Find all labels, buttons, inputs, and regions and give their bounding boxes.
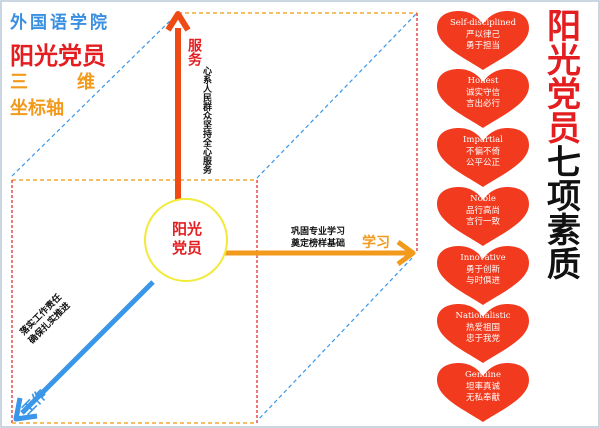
quality-chinese: 不偏不倚公平公正	[435, 147, 531, 169]
quality-english: Nationalistic	[455, 311, 511, 321]
quality-chinese: 勇于创新与时俱进	[435, 265, 531, 287]
quality-chinese: 严以律己勇于担当	[435, 30, 531, 52]
quality-chinese-line: 无私奉献	[465, 393, 500, 403]
subtitle-char: 三	[10, 72, 28, 93]
center-label: 阳光党员	[150, 220, 224, 258]
study-desc-line: 巩固专业学习	[291, 227, 346, 237]
quality-heart: Honest 诚实守信言出必行	[435, 68, 531, 128]
heart-icon	[437, 128, 529, 187]
quality-english: Honest	[467, 76, 499, 86]
qualities-title-red: 阳光党员	[540, 8, 581, 144]
subtitle-line2: 坐标轴	[10, 98, 64, 119]
heart-icon	[437, 246, 529, 305]
service-desc-line: 心系人民群众	[201, 66, 211, 120]
quality-chinese-line: 品行高尚	[465, 206, 500, 216]
quality-chinese-line: 与时俱进	[465, 276, 500, 286]
quality-chinese-line: 坦率真诚	[465, 382, 500, 392]
quality-heart: Self-disciplined 严以律己勇于担当	[435, 10, 531, 70]
heart-icon	[437, 187, 529, 246]
quality-chinese-line: 勇于担当	[465, 41, 500, 51]
work-axis-arrow	[20, 280, 155, 415]
quality-chinese: 坦率真诚无私奉献	[435, 382, 531, 404]
quality-heart: Nationalistic 热爱祖国忠于我党	[435, 303, 531, 363]
subtitle-line1: 三维	[10, 68, 95, 94]
subtitle-char: 维	[77, 72, 95, 93]
quality-heart: Noble 品行高尚言行一致	[435, 186, 531, 246]
quality-english: Genuine	[465, 370, 501, 380]
qualities-title: 阳光党员 七项素质	[540, 8, 581, 280]
heart-icon	[437, 304, 529, 363]
heart-icon	[437, 363, 529, 422]
quality-chinese-line: 言出必行	[465, 99, 500, 109]
quality-english: Impartial	[463, 135, 503, 145]
quality-chinese-line: 言行一致	[465, 217, 500, 227]
quality-chinese-line: 热爱祖国	[465, 323, 500, 333]
quality-heart: Innovative 勇于创新与时俱进	[435, 245, 531, 305]
quality-english: Noble	[470, 194, 496, 204]
quality-chinese-line: 不偏不倚	[465, 147, 500, 157]
study-desc: 巩固专业学习奠定榜样基础	[291, 226, 345, 250]
quality-chinese-line: 勇于创新	[465, 265, 500, 275]
heart-icon	[437, 69, 529, 128]
main-title: 阳光党员	[10, 42, 106, 70]
quality-chinese-line: 忠于我党	[465, 334, 500, 344]
center-circle	[144, 198, 228, 282]
heart-icon	[437, 11, 529, 70]
school-name: 外国语学院	[10, 13, 110, 33]
quality-chinese-line: 诚实守信	[465, 88, 500, 98]
service-desc: 心系人民群众坚持全心服务	[200, 66, 211, 174]
study-label: 学习	[362, 235, 390, 251]
qualities-title-black: 七项素质	[540, 144, 581, 280]
service-desc-line: 坚持全心服务	[201, 120, 211, 174]
quality-english: Self-disciplined	[449, 18, 517, 28]
quality-english: Innovative	[460, 253, 506, 263]
quality-chinese: 品行高尚言行一致	[435, 206, 531, 228]
quality-heart: Impartial 不偏不倚公平公正	[435, 127, 531, 187]
service-label: 服务	[186, 38, 202, 66]
quality-heart: Genuine 坦率真诚无私奉献	[435, 362, 531, 422]
quality-chinese: 诚实守信言出必行	[435, 88, 531, 110]
quality-chinese-line: 公平公正	[465, 158, 500, 168]
center-line: 党员	[171, 239, 202, 257]
quality-chinese-line: 严以律己	[465, 30, 500, 40]
center-line: 阳光	[171, 220, 202, 238]
quality-chinese: 热爱祖国忠于我党	[435, 323, 531, 345]
study-desc-line: 奠定榜样基础	[291, 239, 346, 249]
